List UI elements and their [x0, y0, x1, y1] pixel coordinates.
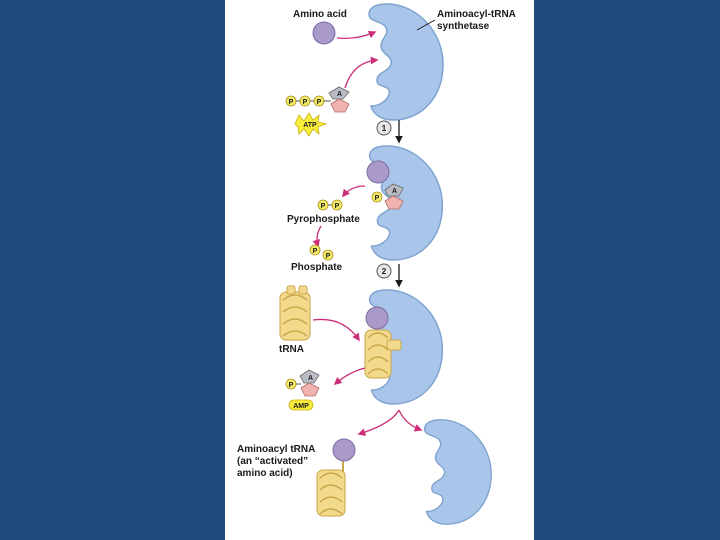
step-2-badge — [376, 263, 392, 279]
pyrophosphate-molecule: P P — [317, 199, 343, 211]
svg-text:P: P — [375, 195, 380, 202]
atp-label: ATP — [303, 122, 317, 129]
step-1-number: 1 — [382, 124, 387, 133]
step-2-number: 2 — [382, 267, 387, 276]
aminoacyl-trna-synthetase-diagram: Amino acid Aminoacyl-tRNA synthetase P P… — [237, 3, 516, 525]
pyrophosphate-release-arrow — [342, 185, 366, 198]
enzyme-leader-line — [416, 19, 436, 31]
svg-text:P: P — [317, 99, 322, 106]
amino-acid-binding-arrow — [336, 30, 377, 40]
trna-binding-arrow — [312, 318, 360, 342]
bound-amp-2: P A — [371, 183, 404, 210]
phosphate-label: Phosphate — [291, 262, 343, 273]
figure-panel: Amino acid Aminoacyl-tRNA synthetase P P… — [225, 0, 534, 540]
svg-text:P: P — [289, 382, 294, 389]
atp-molecule: P P P A ATP — [285, 86, 350, 137]
amp-molecule: P A AMP — [285, 369, 320, 411]
svg-text:P: P — [313, 248, 318, 255]
amino-acid-1 — [312, 21, 336, 45]
amino-acid-3 — [365, 306, 389, 330]
atp-binding-arrow — [344, 56, 379, 89]
svg-text:P: P — [326, 253, 331, 260]
pyrophosphate-label: Pyrophosphate — [287, 214, 360, 225]
amino-acid-product — [332, 438, 356, 462]
enzyme-name-line2: synthetase — [437, 21, 490, 32]
svg-text:A: A — [308, 375, 313, 382]
product-label-line3: amino acid) — [237, 468, 293, 479]
svg-text:P: P — [303, 99, 308, 106]
hydrolysis-arrow — [312, 225, 322, 248]
bound-trna-3 — [364, 329, 402, 379]
amino-acid-2 — [366, 160, 390, 184]
product-label-line1: Aminoacyl tRNA — [237, 444, 315, 455]
trna-label: tRNA — [279, 344, 304, 355]
enzyme-release-arrow — [398, 409, 423, 432]
svg-text:A: A — [337, 91, 342, 98]
aminoacyl-trna-product — [316, 460, 346, 517]
enzyme-free — [423, 419, 492, 525]
svg-text:A: A — [392, 188, 397, 195]
product-label-line2: (an “activated” — [237, 456, 308, 467]
amp-release-arrow — [333, 367, 366, 386]
amino-acid-label: Amino acid — [293, 9, 347, 20]
step-1-badge — [376, 120, 392, 136]
product-release-arrow — [357, 409, 400, 436]
trna-molecule — [279, 285, 311, 341]
phosphate-pair: P P — [309, 244, 334, 261]
svg-text:P: P — [335, 203, 340, 210]
enzyme-name-line1: Aminoacyl-tRNA — [437, 9, 516, 20]
svg-text:P: P — [289, 99, 294, 106]
svg-text:P: P — [321, 203, 326, 210]
amp-label: AMP — [293, 403, 309, 410]
